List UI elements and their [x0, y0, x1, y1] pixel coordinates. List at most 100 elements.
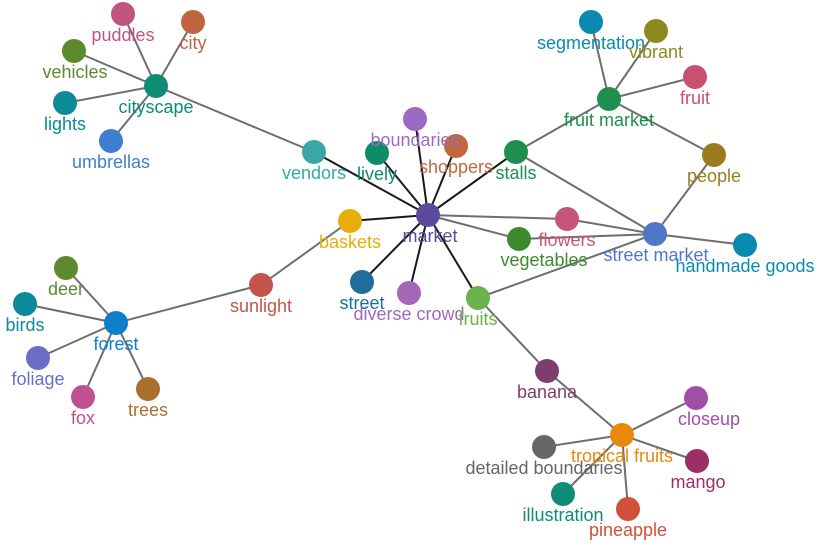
edge-market-vegetables — [427, 214, 520, 240]
label-fruit: fruit — [680, 88, 710, 108]
edge-baskets-sunlight — [260, 220, 351, 286]
node-vehicles[interactable] — [62, 39, 86, 63]
edge-cityscape-puddles — [122, 13, 157, 87]
label-diverse-crowd: diverse crowd — [353, 304, 464, 324]
node-tropical-fruits[interactable] — [610, 423, 634, 447]
label-vendors: vendors — [282, 163, 346, 183]
node-street[interactable] — [350, 270, 374, 294]
node-fruit-market[interactable] — [597, 87, 621, 111]
node-pineapple[interactable] — [616, 497, 640, 521]
label-flowers: flowers — [538, 230, 595, 250]
node-flowers[interactable] — [555, 207, 579, 231]
label-mango: mango — [670, 472, 725, 492]
edge-market-flowers — [427, 214, 568, 220]
label-forest: forest — [93, 334, 138, 354]
label-handmade-goods: handmade goods — [675, 256, 814, 276]
edge-fruits-banana — [477, 297, 548, 372]
edge-fruit-market-people — [608, 98, 715, 156]
label-fruits: fruits — [458, 309, 497, 329]
edge-market-fruits — [427, 214, 479, 299]
edge-tropical-fruits-illustration — [562, 434, 623, 495]
edge-market-shoppers — [427, 145, 457, 216]
edge-cityscape-vendors — [155, 85, 315, 153]
label-vibrant: vibrant — [629, 42, 683, 62]
label-market: market — [402, 226, 457, 246]
node-umbrellas[interactable] — [99, 129, 123, 153]
edge-fruit-market-segmentation — [590, 21, 610, 100]
node-vegetables[interactable] — [507, 227, 531, 251]
edge-tropical-fruits-closeup — [621, 397, 697, 436]
node-city[interactable] — [181, 10, 205, 34]
label-illustration: illustration — [522, 505, 603, 525]
label-lights: lights — [44, 114, 86, 134]
label-pineapple: pineapple — [589, 520, 667, 540]
label-closeup: closeup — [678, 409, 740, 429]
node-fruit[interactable] — [683, 65, 707, 89]
node-mango[interactable] — [685, 449, 709, 473]
edge-cityscape-vehicles — [73, 50, 157, 87]
node-closeup[interactable] — [684, 386, 708, 410]
label-fox: fox — [71, 408, 95, 428]
label-vehicles: vehicles — [42, 62, 107, 82]
edge-market-baskets — [349, 214, 429, 222]
label-cityscape: cityscape — [118, 97, 193, 117]
label-street: street — [339, 293, 384, 313]
node-people[interactable] — [702, 143, 726, 167]
edge-street-market-vegetables — [518, 233, 656, 240]
node-handmade-goods[interactable] — [733, 233, 757, 257]
node-street-market[interactable] — [643, 222, 667, 246]
edge-forest-trees — [115, 322, 149, 390]
node-forest[interactable] — [104, 311, 128, 335]
node-market[interactable] — [416, 203, 440, 227]
edge-forest-deer — [65, 267, 117, 324]
edge-stalls-fruit-market — [515, 98, 610, 153]
nodes-layer — [13, 2, 757, 521]
node-stalls[interactable] — [504, 140, 528, 164]
label-lively: lively — [357, 164, 397, 184]
edge-market-street — [361, 214, 429, 283]
node-boundaries[interactable] — [403, 107, 427, 131]
node-segmentation[interactable] — [579, 10, 603, 34]
node-deer[interactable] — [54, 256, 78, 280]
edge-banana-tropical-fruits — [546, 370, 623, 436]
edge-sunlight-forest — [115, 284, 262, 324]
node-vibrant[interactable] — [644, 19, 668, 43]
node-lights[interactable] — [53, 91, 77, 115]
label-tropical-fruits: tropical fruits — [571, 446, 673, 466]
edge-forest-foliage — [37, 322, 117, 359]
node-banana[interactable] — [535, 359, 559, 383]
label-segmentation: segmentation — [537, 33, 645, 53]
node-baskets[interactable] — [338, 209, 362, 233]
node-puddles[interactable] — [111, 2, 135, 26]
node-trees[interactable] — [136, 377, 160, 401]
node-sunlight[interactable] — [249, 273, 273, 297]
edge-market-stalls — [427, 151, 517, 216]
edges-layer — [24, 13, 746, 510]
node-diverse-crowd[interactable] — [397, 281, 421, 305]
label-trees: trees — [128, 400, 168, 420]
label-stalls: stalls — [495, 163, 536, 183]
node-lively[interactable] — [365, 141, 389, 165]
label-puddles: puddles — [91, 25, 154, 45]
node-birds[interactable] — [13, 292, 37, 316]
node-cityscape[interactable] — [144, 74, 168, 98]
node-shoppers[interactable] — [444, 134, 468, 158]
edge-fruit-market-fruit — [608, 76, 696, 100]
label-deer: deer — [48, 279, 84, 299]
edge-street-market-flowers — [566, 218, 656, 235]
edge-stalls-street-market — [515, 151, 656, 235]
label-detailed-boundaries: detailed boundaries — [465, 458, 622, 478]
label-foliage: foliage — [11, 369, 64, 389]
node-detailed-boundaries[interactable] — [532, 435, 556, 459]
edge-forest-birds — [24, 303, 117, 324]
node-fox[interactable] — [71, 385, 95, 409]
node-foliage[interactable] — [26, 346, 50, 370]
label-shoppers: shoppers — [419, 157, 493, 177]
node-illustration[interactable] — [551, 482, 575, 506]
label-birds: birds — [5, 315, 44, 335]
node-fruits[interactable] — [466, 286, 490, 310]
node-vendors[interactable] — [302, 140, 326, 164]
edge-street-market-fruits — [477, 233, 656, 299]
